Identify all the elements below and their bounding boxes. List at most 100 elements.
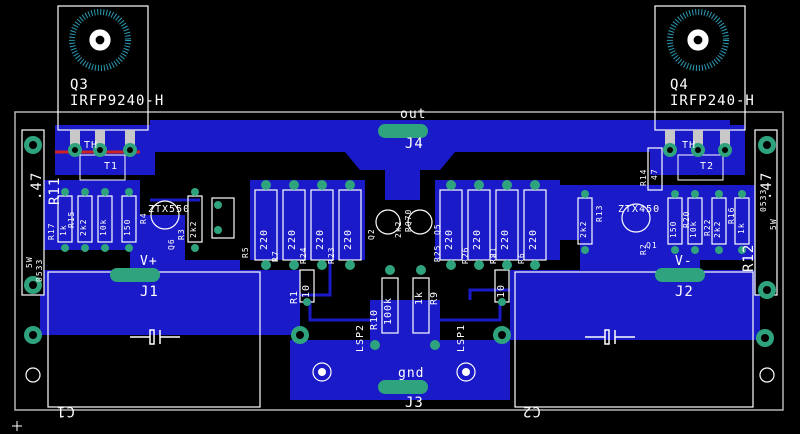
r11-body: [21, 129, 45, 296]
copper-right-rail: [560, 185, 760, 270]
r7-name: R7: [271, 250, 280, 262]
copper-layer: [40, 120, 760, 400]
r11-rating: 5W: [25, 256, 34, 268]
t1-label: T1: [104, 161, 119, 172]
j3-label: J3: [405, 395, 424, 411]
r5-value: 220: [259, 228, 270, 250]
c2-label: C2: [522, 403, 541, 419]
r26-name: R26: [461, 246, 470, 264]
copper-output-bus: [85, 120, 730, 170]
r17-name: R17: [47, 222, 56, 240]
r18-value: 150: [123, 218, 132, 236]
r24-value: 220: [315, 228, 326, 250]
r21-value: 220: [500, 228, 511, 250]
j2-label: J2: [675, 284, 694, 300]
q3-name: Q3: [70, 77, 89, 93]
r3-name: R3: [177, 228, 186, 240]
r15-name: R15: [67, 210, 76, 228]
lsp1-label: LSP1: [456, 323, 467, 352]
r25-name: R25: [433, 244, 442, 262]
r16-name: R16: [727, 206, 736, 224]
r4-name: R4: [139, 212, 148, 224]
q3-value: IRFP9240-H: [70, 93, 165, 109]
r12-name: R12: [741, 243, 757, 272]
trace: [308, 300, 370, 322]
r15-value: 2k2: [79, 218, 88, 236]
trace: [238, 260, 332, 297]
r6-value: 220: [528, 228, 539, 250]
lsp2-label: LSP2: [355, 323, 366, 352]
r12-body: [754, 129, 778, 296]
r14-name: R14: [639, 168, 648, 186]
copper-ground: [290, 340, 510, 400]
r1-value: 10: [301, 283, 312, 298]
drills: [29, 141, 771, 342]
r11-type: 0533: [35, 258, 44, 282]
small-transistors: [150, 197, 651, 239]
ztx450-label: ZTX450: [618, 204, 661, 215]
r1-name: R1: [289, 289, 300, 304]
board-outline: [14, 111, 784, 411]
r22-value: 2k2: [713, 220, 722, 238]
copper-resistor-bank-right: [435, 180, 560, 260]
hole-centers: [318, 368, 470, 376]
vplus-label: V+: [140, 254, 158, 269]
q3-package: [57, 5, 149, 131]
q2-label: Q2: [367, 228, 376, 240]
r4-value: 150: [669, 220, 678, 238]
j4-label: J4: [405, 136, 424, 152]
r13-name: R13: [595, 204, 604, 222]
r9-value: 1k: [414, 290, 425, 305]
mid-resistor-value: 2k2: [394, 220, 403, 238]
origin-mark: [12, 421, 22, 431]
r19-value: 10k: [99, 218, 108, 236]
mosfet-legs: [70, 130, 730, 152]
r9-name: R9: [429, 290, 440, 305]
q6-label: Q6: [167, 238, 176, 250]
r22-name: R22: [703, 218, 712, 236]
copper-ground-bridge: [370, 300, 440, 345]
r23-value: 220: [343, 228, 354, 250]
mid-part-label: RQ70: [404, 208, 413, 232]
copper-right-bottom: [510, 270, 760, 340]
c2-body: [514, 271, 754, 408]
r14-value: 47: [650, 168, 659, 180]
q4-name: Q4: [670, 77, 689, 93]
r23-name: R23: [327, 246, 336, 264]
r24-name: R24: [299, 246, 308, 264]
r26-value: 220: [472, 228, 483, 250]
q1-label: Q1: [646, 241, 658, 250]
r8-name: R8: [489, 252, 498, 264]
r10-name: R10: [369, 308, 380, 330]
r5-name: R5: [241, 246, 250, 258]
r6-name: R6: [517, 252, 526, 264]
th-left-label: TH: [84, 140, 99, 151]
c1-label: C1: [56, 403, 75, 419]
r10-value: 100k: [383, 296, 394, 325]
q5-label: Q5: [433, 223, 442, 235]
trace: [440, 300, 502, 322]
t2-label: T2: [700, 161, 715, 172]
copper-center-column: [385, 150, 420, 200]
r8-value: 10: [496, 283, 507, 298]
r2-name: R2: [639, 243, 648, 255]
r16-value: 1k: [737, 222, 746, 234]
ztx550-label: ZTX550: [148, 204, 191, 215]
copper-resistor-bank-left: [250, 180, 365, 260]
gnd-label: gnd: [398, 366, 425, 381]
th-right-label: TH: [682, 140, 697, 151]
r20-value: 10k: [689, 220, 698, 238]
j1-label: J1: [140, 284, 159, 300]
r3-value: 2k2: [189, 220, 198, 238]
r11-value: .47: [29, 171, 45, 200]
r25-value: 220: [444, 228, 455, 250]
trace: [468, 288, 560, 300]
r12-rating: 5W: [769, 218, 778, 230]
copper-left-bottom: [40, 270, 300, 335]
r12-type: 0533: [759, 188, 768, 212]
q4-package: [654, 5, 746, 131]
mounting-holes: [25, 362, 775, 383]
trace-layer: [150, 198, 650, 322]
out-label: out: [400, 107, 427, 122]
